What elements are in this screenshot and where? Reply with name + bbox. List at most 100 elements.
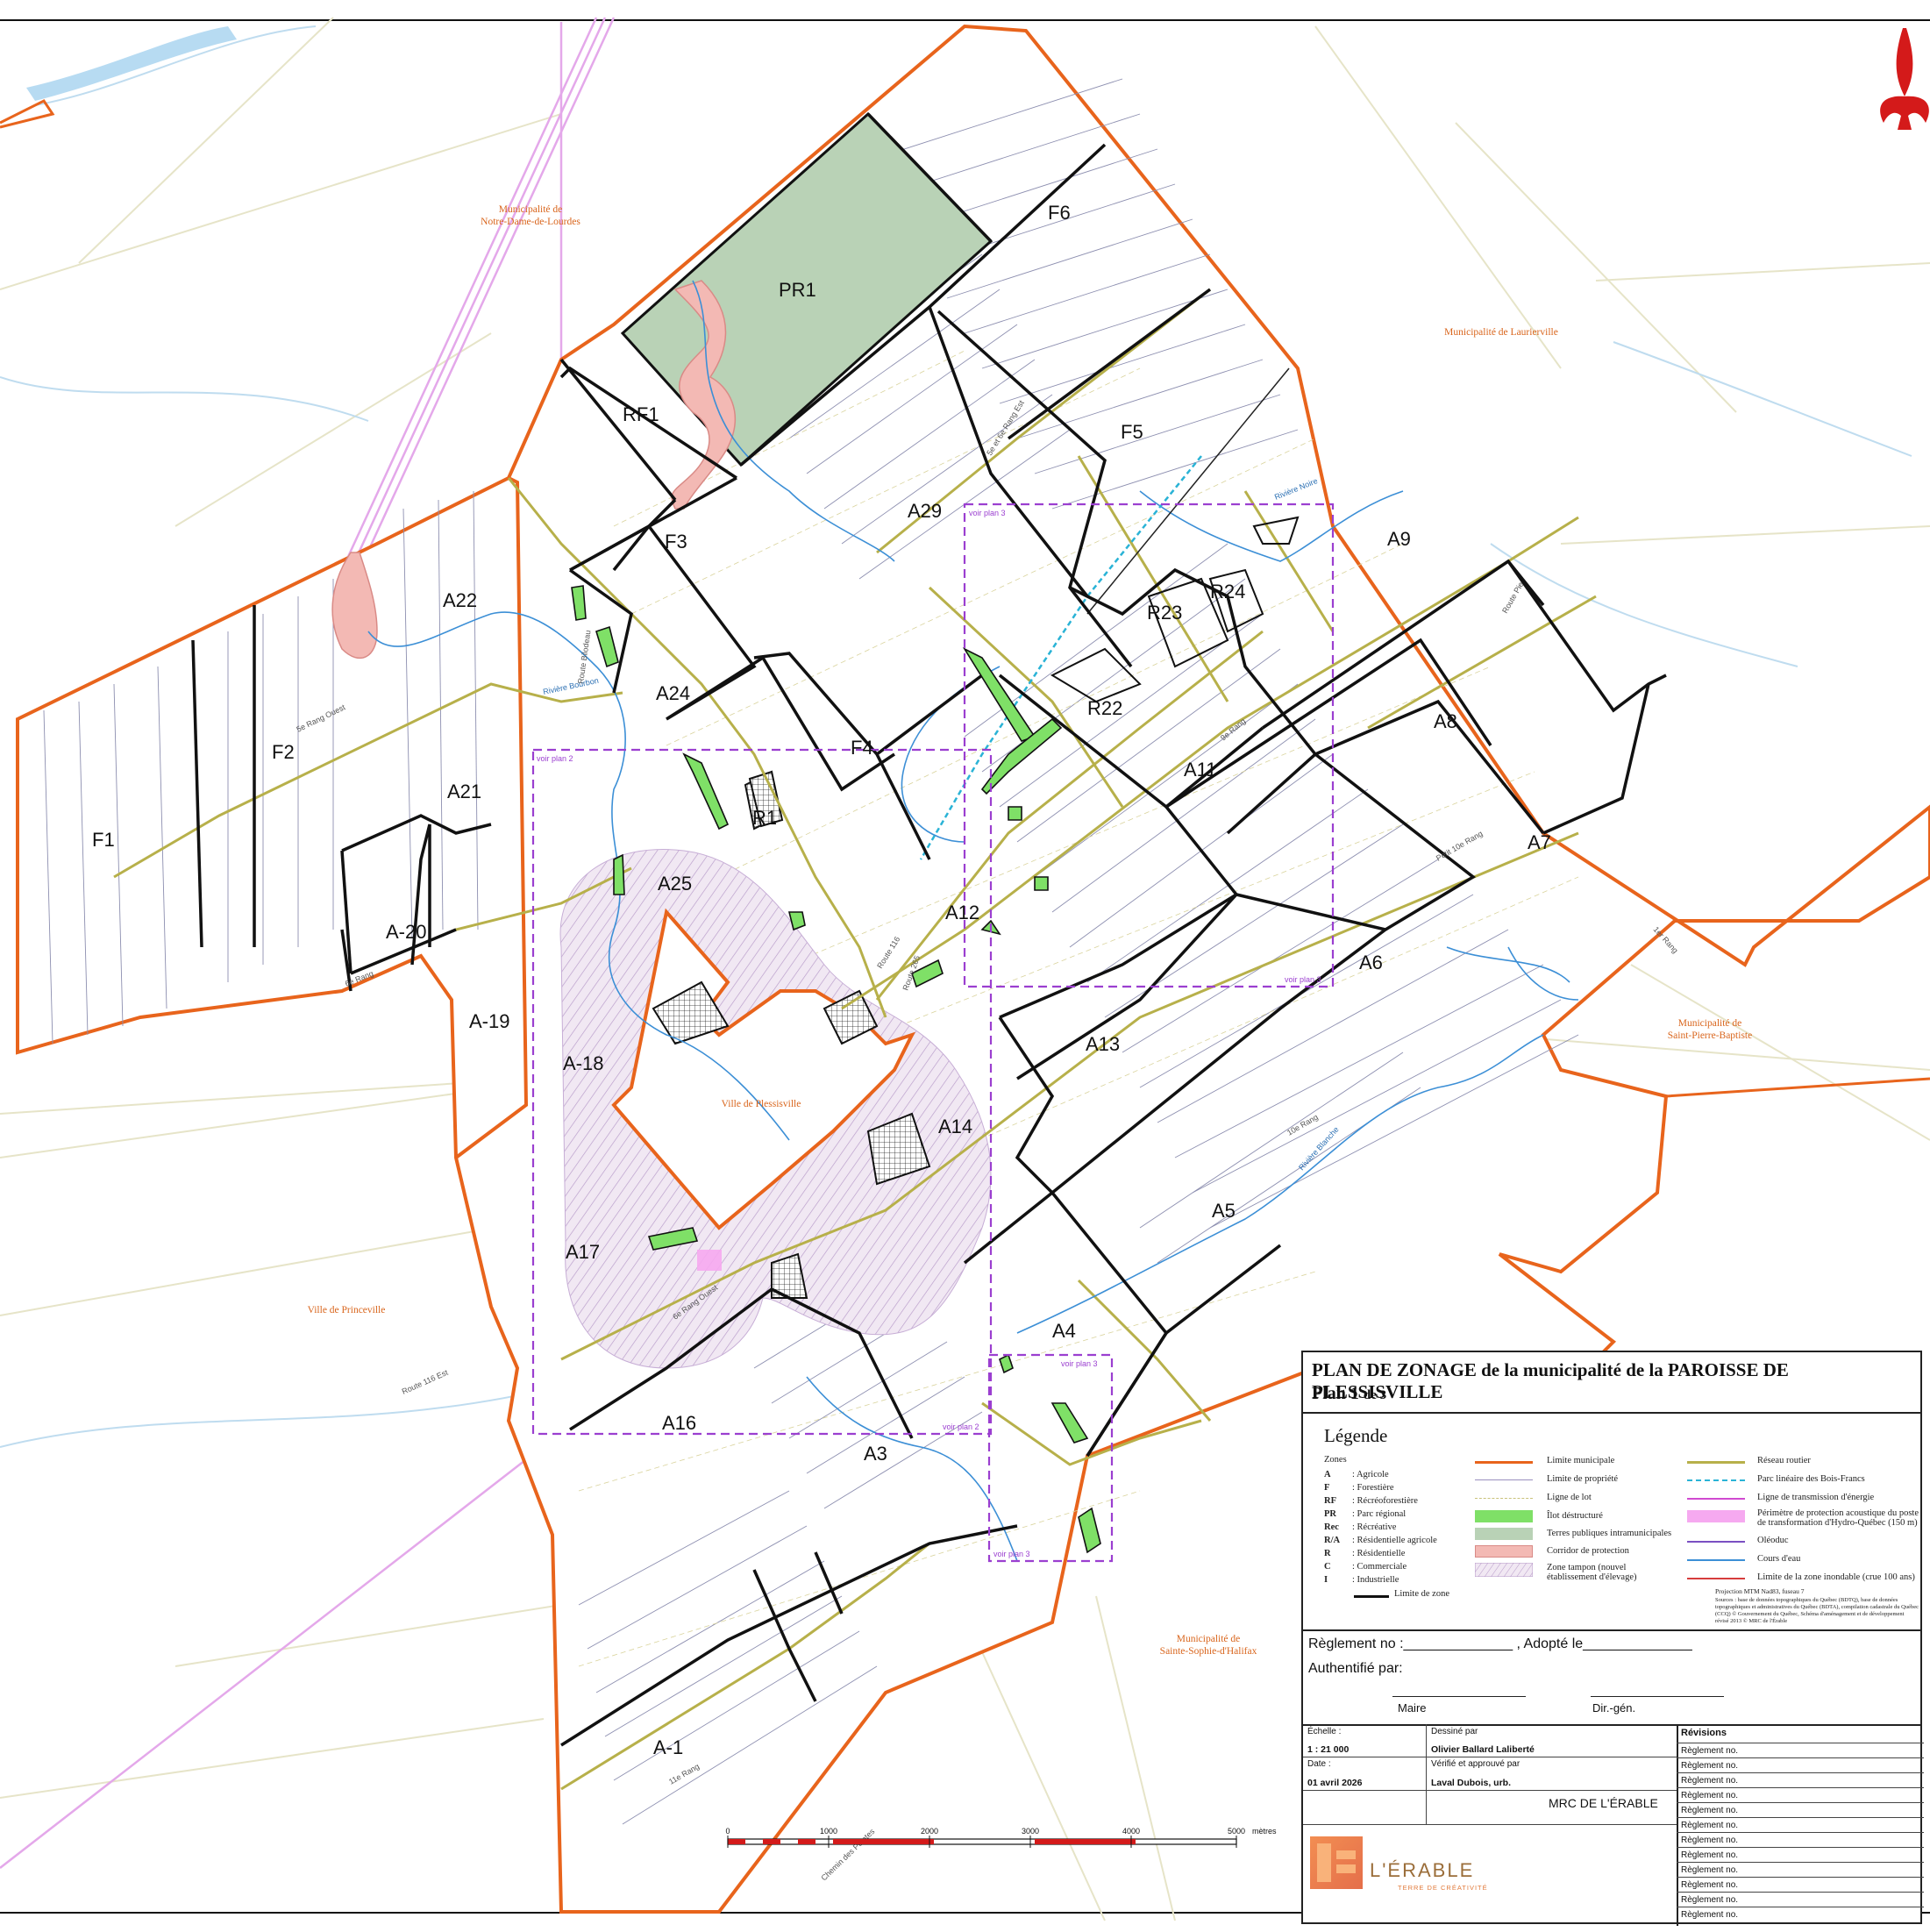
verifie-label: Vérifié et approuvé par (1431, 1759, 1520, 1769)
background-roads (0, 17, 1930, 1921)
scale-bar: 0 1000 2000 3000 4000 5000 mètres (725, 1827, 1277, 1848)
inset-label-plan2-top: voir plan 2 (537, 754, 573, 763)
legend-item: Ligne de transmission d'énergie (1757, 1493, 1875, 1502)
legend-item: Périmètre de protection acoustique du po… (1757, 1508, 1919, 1528)
cell-divider (1303, 1824, 1677, 1825)
legend-item: Cours d'eau (1757, 1554, 1801, 1564)
swatch-islet (1475, 1510, 1533, 1522)
zone-label: RF1 (623, 403, 659, 425)
legend-item: Zone tampon (nouvel établissement d'élev… (1547, 1563, 1637, 1582)
maire-label: Maire (1398, 1701, 1427, 1715)
title-block: PLAN DE ZONAGE de la municipalité de la … (1301, 1351, 1924, 1926)
plan-number: Plan 1 de 3 (1312, 1384, 1386, 1404)
legend-item: Limite de propriété (1547, 1474, 1619, 1484)
revision-row: Règlement no. (1677, 1892, 1924, 1907)
inset-label-plan3-mid: voir plan 3 (1285, 975, 1321, 984)
projection-note: Projection MTM Nad83, fuseau 7 (1715, 1587, 1805, 1595)
zone-label: A16 (662, 1412, 696, 1434)
swatch-lot (1475, 1498, 1533, 1499)
date-value: 01 avril 2026 (1307, 1778, 1363, 1788)
place-princeville: Ville de Princeville (308, 1305, 386, 1315)
logo-name: L'ÉRABLE (1370, 1859, 1475, 1881)
zone-label: A-19 (469, 1010, 509, 1032)
road-label: Route 116 Est (401, 1368, 450, 1396)
zone-code-item: R/A: Résidentielle agricole (1324, 1536, 1437, 1545)
zone-label: A12 (945, 902, 979, 923)
zone-label: A24 (656, 682, 690, 704)
revision-row: Règlement no. (1677, 1862, 1924, 1877)
legend-title: Légende (1324, 1425, 1388, 1446)
top-frame-line (0, 19, 1930, 21)
revision-row: Règlement no. (1677, 1847, 1924, 1862)
zone-label: F6 (1048, 202, 1071, 224)
zone-label: A9 (1387, 528, 1411, 550)
legend-item: Limite municipale (1547, 1456, 1615, 1465)
zone-code-item: RF: Récréoforestière (1324, 1496, 1418, 1506)
signature-line-maire (1392, 1696, 1526, 1697)
inset-label-plan2-bottom: voir plan 2 (943, 1422, 979, 1431)
zone-label: A8 (1434, 710, 1457, 732)
authentifie-label: Authentifié par: (1308, 1661, 1403, 1676)
revisions-label: Révisions (1681, 1728, 1727, 1738)
revision-row: Règlement no. (1677, 1743, 1924, 1757)
acoustic-perimeter (697, 1250, 722, 1271)
zone-label: A-18 (563, 1052, 603, 1074)
sources-note: Sources : base de données topographiques… (1715, 1597, 1919, 1624)
legend-item: Limite de la zone inondable (crue 100 an… (1757, 1572, 1915, 1582)
cell-divider (1426, 1724, 1427, 1824)
neighbour-boundary-east (1665, 1077, 1930, 1098)
mrc-name: MRC DE L'ÉRABLE (1549, 1796, 1658, 1810)
revisions-divider (1677, 1724, 1678, 1926)
zone-label: F2 (272, 741, 295, 763)
scale-tick: 0 (725, 1827, 730, 1836)
zone-label: A4 (1052, 1320, 1076, 1342)
cell-divider (1303, 1790, 1677, 1791)
verifie-value: Laval Dubois, urb. (1431, 1778, 1512, 1788)
scale-tick: 4000 (1122, 1827, 1140, 1836)
zone-label: A25 (658, 873, 692, 895)
zone-labels: PR1 RF1 F6 F5 F3 F4 F2 F1 A29 A9 A8 A7 A… (92, 202, 1551, 1758)
zone-label: A14 (938, 1116, 972, 1137)
protection-corridor-2 (331, 552, 378, 659)
inset-label-plan3-south-bottom: voir plan 3 (993, 1550, 1030, 1558)
revision-row: Règlement no. (1677, 1802, 1924, 1817)
municipal-boundary-west (454, 476, 529, 1159)
inset-plan-3-north (963, 503, 1335, 988)
zone-label: A21 (447, 781, 481, 802)
map-title: PLAN DE ZONAGE de la municipalité de la … (1312, 1359, 1789, 1402)
inset-label-plan3-top: voir plan 3 (969, 509, 1006, 517)
dirgen-label: Dir.-gén. (1592, 1701, 1636, 1715)
swatch-flood-limit (1687, 1578, 1745, 1579)
zone-code-item: R: Résidentielle (1324, 1549, 1406, 1558)
plan-of: de 3 (1363, 1388, 1387, 1402)
inset-plan-3-south (987, 1353, 1114, 1563)
zone-label: A6 (1359, 952, 1383, 973)
zone-code-item: A: Agricole (1324, 1470, 1389, 1479)
background-rivers (0, 25, 1912, 1448)
place-plessisville: Ville de Plessisville (722, 1099, 801, 1109)
linear-park-edge (1086, 367, 1290, 615)
zone-label: A17 (566, 1241, 600, 1263)
zone-limit-swatch (1354, 1595, 1389, 1598)
watercourses (367, 280, 1579, 1562)
zone-label: PR1 (779, 279, 816, 301)
reglement-line: Règlement no :______________ , Adopté le… (1308, 1636, 1692, 1651)
lot-lines (578, 350, 1579, 1667)
echelle-label: Échelle : (1307, 1727, 1342, 1736)
swatch-linear-park (1687, 1479, 1745, 1481)
zone-label: R23 (1147, 602, 1182, 624)
zone-code-item: C: Commerciale (1324, 1562, 1407, 1572)
legend-item: Corridor de protection (1547, 1546, 1629, 1556)
zone-code-item: PR: Parc régional (1324, 1509, 1407, 1519)
zone-label: F1 (92, 829, 115, 851)
swatch-watercourse (1687, 1559, 1745, 1561)
zone-label: A3 (864, 1443, 887, 1465)
zone-label: F5 (1121, 421, 1143, 443)
logo-tagline: TERRE DE CRÉATIVITÉ (1398, 1884, 1488, 1892)
scale-tick: 5000 (1228, 1827, 1245, 1836)
road-network (113, 288, 1597, 1791)
inset-frames (531, 503, 1335, 1563)
zone-code-item: Rec: Récréative (1324, 1522, 1397, 1532)
